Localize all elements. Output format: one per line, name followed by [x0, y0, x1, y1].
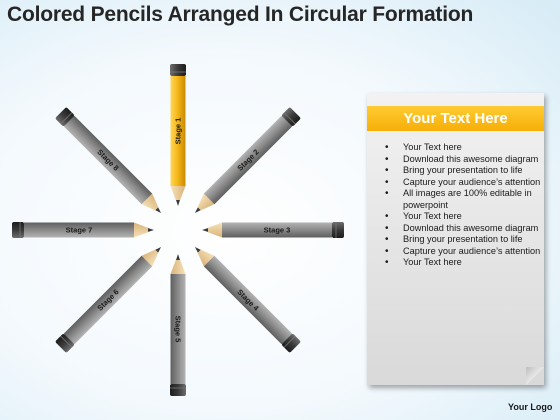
pencil-stage-1: Stage 1	[170, 64, 186, 206]
pencil-body	[24, 222, 134, 238]
pencil-stage-label: Stage 7	[66, 226, 93, 235]
pencil-cap-ring	[60, 112, 73, 125]
text-box-item-label: Your Text here	[403, 211, 462, 221]
pencil-cap	[282, 107, 301, 126]
pencil-wood	[141, 249, 159, 267]
pencil-stage-6: Stage 6	[55, 246, 162, 353]
pencil-cap	[55, 334, 74, 353]
pencil-wood	[170, 260, 186, 274]
pencil-lead	[147, 227, 154, 233]
pencil-cap	[170, 384, 186, 396]
pencil-body	[203, 115, 293, 205]
bullet-icon: •	[385, 211, 389, 222]
pencil-lead	[175, 254, 181, 261]
pencil-cap	[282, 334, 301, 353]
pencil-wood	[197, 193, 215, 211]
text-box-item-label: Capture your audience’s attention	[403, 176, 541, 187]
pencil-wood	[208, 222, 222, 238]
pencil-body	[203, 255, 293, 345]
page-title: Colored Pencils Arranged In Circular For…	[7, 3, 474, 26]
bullet-icon: •	[385, 176, 389, 188]
pencil-cap	[12, 222, 24, 238]
bullet-icon: •	[385, 188, 389, 199]
pencil-body	[222, 222, 332, 238]
pencil-stage-2: Stage 2	[194, 107, 301, 214]
pencil-cap-ring	[60, 335, 73, 348]
bullet-icon: •	[385, 165, 389, 176]
text-box-item: • Download this awesome diagram	[373, 223, 541, 235]
bullet-icon: •	[385, 234, 389, 245]
pencil-stage-7: Stage 7	[12, 222, 154, 238]
pencil-stage-label: Stage 3	[264, 226, 291, 235]
text-box-list: • Your Text here • Download this awesome di…	[373, 142, 541, 269]
logo-text: Your Logo	[508, 402, 553, 412]
text-box-heading: Your Text Here	[367, 106, 544, 131]
pencil-body	[63, 255, 153, 345]
pencil-wood	[141, 193, 159, 211]
pencil-stage-label: Stage 5	[174, 316, 183, 343]
text-box-item-label: All images are 100% editable in powerpoi…	[403, 188, 532, 210]
text-box-item: • Capture your audience’s attention	[373, 246, 541, 258]
text-box-item: • Your Text here	[373, 257, 541, 269]
pencil-lead	[202, 227, 209, 233]
text-box-item: • Your Text here	[373, 211, 541, 223]
text-box-item: • Download this awesome diagram	[373, 154, 541, 166]
text-box: Your Text Here • Your Text here • Download …	[367, 93, 544, 385]
pencil-cap	[332, 222, 344, 238]
pencil-cap	[170, 64, 186, 76]
text-box-item-label: Bring your presentation to life	[403, 234, 523, 244]
bullet-icon: •	[385, 222, 389, 234]
pencil-body	[63, 115, 153, 205]
pencil-body	[170, 274, 186, 384]
bullet-icon: •	[385, 257, 389, 268]
text-box-item: • Capture your audience’s attention	[373, 177, 541, 189]
text-box-item-label: Download this awesome diagram	[403, 153, 539, 164]
text-box-item-label: Capture your audience’s attention	[403, 245, 541, 256]
text-box-item-label: Bring your presentation to life	[403, 165, 523, 175]
pencil-wood	[197, 249, 215, 267]
pencil-lead	[175, 199, 181, 206]
pencil-body	[170, 76, 186, 186]
pencil-stage-label: Stage 1	[174, 118, 183, 145]
pencil-stage-3: Stage 3	[202, 222, 344, 238]
text-box-item: • Bring your presentation to life	[373, 165, 541, 177]
bullet-icon: •	[385, 245, 389, 257]
bullet-icon: •	[385, 153, 389, 165]
bullet-icon: •	[385, 142, 389, 153]
text-box-item-label: Your Text here	[403, 257, 462, 267]
pencil-stage-8: Stage 8	[55, 107, 162, 214]
pencil-wood	[134, 222, 148, 238]
pencil-stage-4: Stage 4	[194, 246, 301, 353]
pencil-stage-5: Stage 5	[170, 254, 186, 396]
pencil-cap	[55, 107, 74, 126]
text-box-item-label: Your Text here	[403, 142, 462, 152]
text-box-item-label: Download this awesome diagram	[403, 222, 539, 233]
page-curl	[526, 367, 544, 385]
pencil-cap-ring	[283, 112, 296, 125]
text-box-item: • Bring your presentation to life	[373, 234, 541, 246]
pencil-wood	[170, 186, 186, 200]
text-box-item: • All images are 100% editable in powerpo…	[373, 188, 541, 211]
pencil-cap-ring	[283, 335, 296, 348]
text-box-item: • Your Text here	[373, 142, 541, 154]
